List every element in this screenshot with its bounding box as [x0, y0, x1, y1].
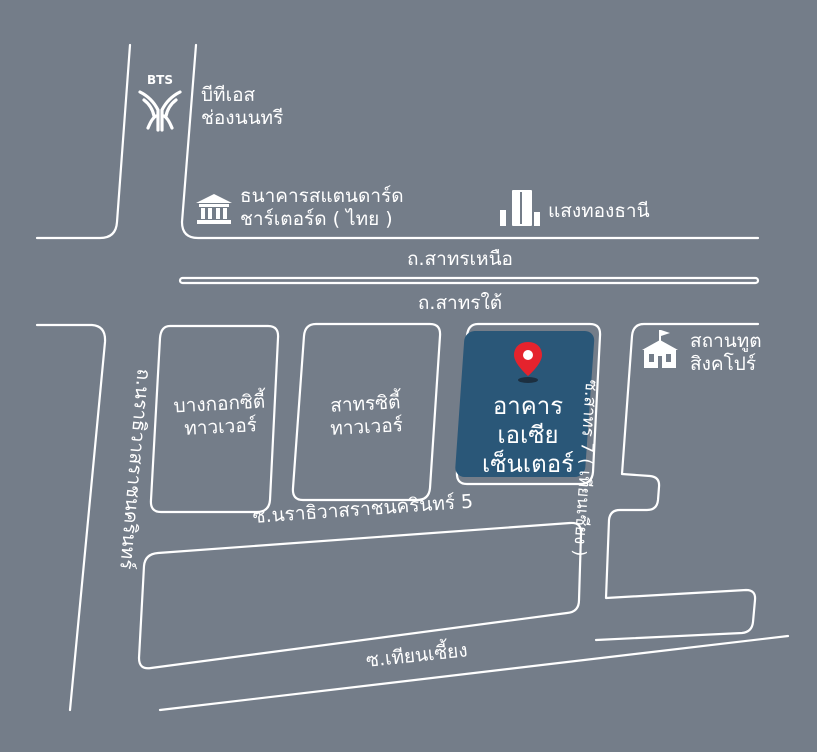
bank-icon: [195, 192, 233, 226]
asia-centre-line3: เซ็นเตอร์: [482, 450, 574, 478]
road-label-sathorn-north: ถ.สาทรเหนือ: [407, 248, 513, 270]
tower-icon: [500, 190, 542, 226]
bank-line2: ชาร์เตอร์ด ( ไทย ): [240, 208, 393, 230]
block-bangkok-city-tower: [149, 324, 280, 514]
location-pin-icon: [511, 340, 545, 386]
bts-station-line1: บีทีเอส: [201, 84, 256, 106]
road-edge-bts-left: [35, 43, 132, 240]
embassy-line2: สิงคโปร์: [690, 353, 757, 375]
road-label-sathorn-south: ถ.สาทรใต้: [417, 292, 503, 314]
embassy-line1: สถานทูต: [690, 330, 762, 352]
bts-logo-text: BTS: [147, 73, 173, 87]
road-median: [178, 276, 760, 285]
block-sathorn-city-tower: [291, 322, 442, 502]
embassy-label: สถานทูต สิงคโปร์: [690, 330, 762, 376]
bts-station-line2: ช่องนนทรี: [201, 107, 284, 129]
bank-label: ธนาคารสแตนดาร์ด ชาร์เตอร์ด ( ไทย ): [240, 185, 404, 231]
asia-centre-line1: อาคาร: [492, 392, 564, 420]
road-edge-narathiwas: [35, 323, 107, 712]
road-edge-sathorn-north: [180, 43, 760, 240]
building-bangkok-city-tower: บางกอกซิตี้ ทาวเวอร์: [159, 390, 281, 442]
bts-logo-icon: BTS: [134, 72, 186, 134]
embassy-icon: [640, 330, 680, 370]
tower-landmark-label: แสงทองธานี: [548, 200, 650, 222]
bank-line1: ธนาคารสแตนดาร์ด: [240, 185, 404, 207]
block-embassy: [594, 322, 760, 642]
block-asia-centre: [455, 322, 602, 486]
block-lower: [137, 521, 583, 670]
road-edge-thian-siang: [158, 634, 790, 712]
asia-centre-line2: เอเซีย: [497, 421, 559, 449]
bts-station-label: บีทีเอส ช่องนนทรี: [201, 84, 283, 130]
asia-centre-highlight: [455, 331, 595, 477]
building-sathorn-city-tower: สาทรซิตี้ ทาวเวอร์: [305, 390, 427, 442]
building-asia-centre: อาคาร เอเซีย เซ็นเตอร์: [468, 392, 588, 479]
